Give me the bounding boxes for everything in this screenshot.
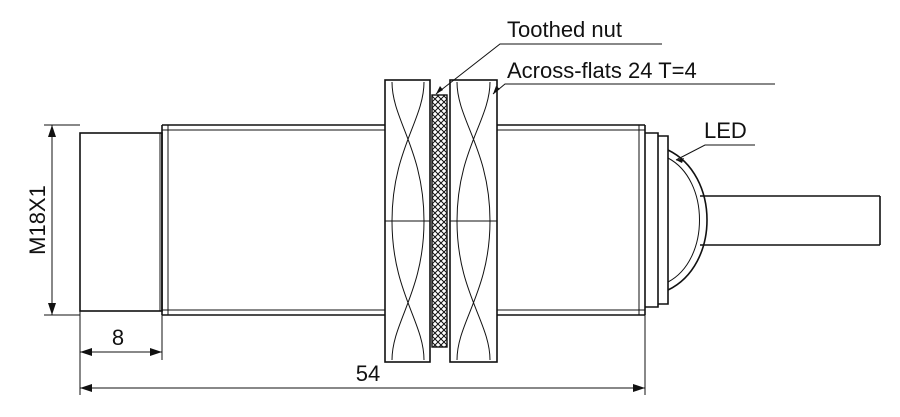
left-nut bbox=[384, 79, 431, 363]
thread-dimension bbox=[44, 124, 80, 316]
led-dome bbox=[667, 149, 708, 291]
sensing-face bbox=[79, 132, 163, 312]
threaded-body bbox=[161, 124, 646, 316]
led-label: LED bbox=[704, 118, 747, 143]
thread-label: M18X1 bbox=[25, 185, 50, 255]
toothed-nut-label: Toothed nut bbox=[507, 17, 622, 42]
right-nut bbox=[449, 79, 498, 363]
toothed-washer bbox=[431, 94, 448, 348]
cable bbox=[700, 195, 881, 246]
front-dimension-label: 8 bbox=[112, 325, 124, 350]
total-dimension-label: 54 bbox=[356, 361, 380, 386]
leader-lines bbox=[435, 43, 775, 163]
front-dimension bbox=[79, 311, 163, 395]
across-flats-label: Across-flats 24 T=4 bbox=[507, 58, 697, 83]
rear-cap bbox=[645, 132, 669, 308]
total-dimension bbox=[80, 315, 646, 395]
